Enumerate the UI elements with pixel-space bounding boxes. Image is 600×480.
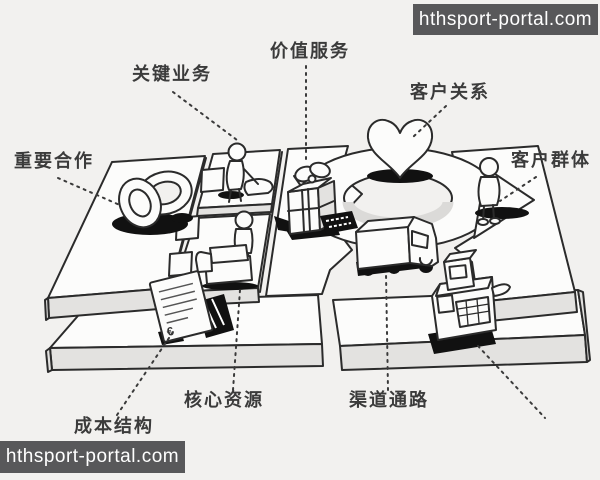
cash-register-icon — [428, 249, 511, 354]
label-customer-segments: 客户群体 — [511, 150, 591, 170]
person-vacuuming-icon — [218, 142, 274, 203]
euro-symbol: € — [165, 324, 175, 339]
invoice-document-icon: € — [148, 270, 234, 345]
person-with-sofa-icon — [195, 210, 258, 290]
leader-key-resources — [232, 289, 241, 391]
leader-customer-relationships — [411, 105, 447, 139]
heart-icon — [366, 119, 434, 183]
watermark-top-right: hthsport-portal.com — [413, 4, 598, 35]
delivery-truck-icon — [355, 216, 439, 276]
leader-customer-segments — [499, 176, 537, 202]
leader-channels — [385, 273, 389, 391]
label-channels: 渠道通路 — [349, 390, 429, 410]
leader-key-activities — [172, 91, 238, 141]
leader-cost-structure — [116, 331, 174, 416]
interlocked-rings-icon — [112, 170, 193, 235]
standing-person-icon — [475, 157, 529, 226]
leader-lines — [57, 65, 546, 419]
label-key-resources: 核心资源 — [184, 390, 264, 410]
label-key-partners: 重要合作 — [14, 151, 94, 171]
leader-key-partners — [57, 177, 123, 207]
label-value-proposition: 价值服务 — [270, 41, 350, 61]
keyboard-icon — [320, 211, 358, 234]
gift-box-icon — [274, 161, 358, 240]
label-customer-relationships: 客户关系 — [410, 82, 490, 102]
leader-revenue — [477, 345, 546, 419]
watermark-bottom-left: hthsport-portal.com — [0, 441, 185, 473]
label-cost-structure: 成本结构 — [74, 416, 154, 436]
label-key-activities: 关键业务 — [132, 64, 212, 84]
